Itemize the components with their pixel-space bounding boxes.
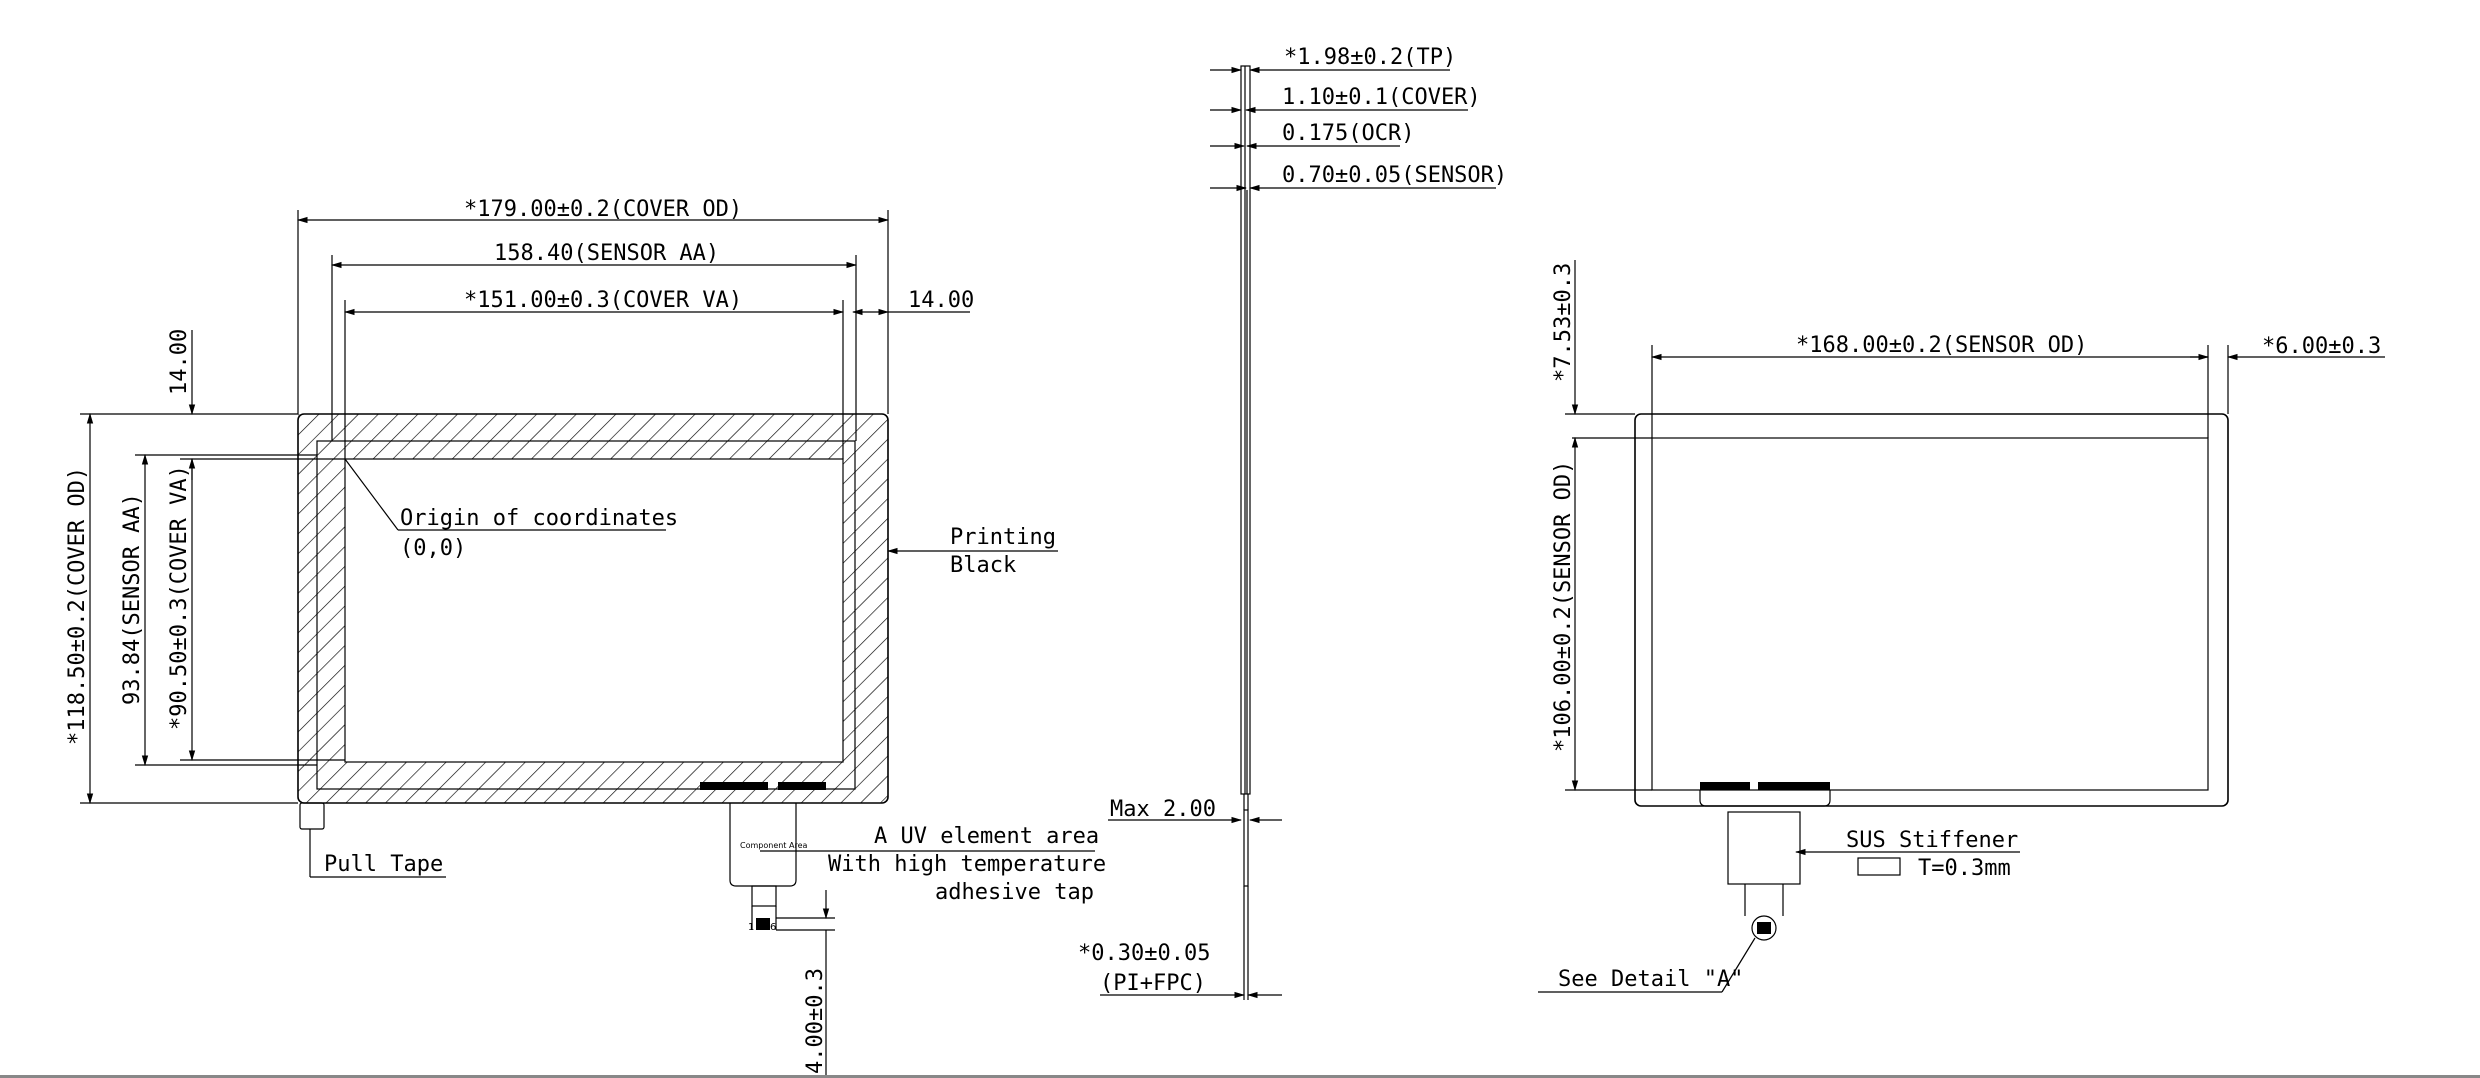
uv-area-line2: With high temperature: [828, 852, 1106, 877]
fpc-length-dim: 4.00±0.3: [803, 968, 828, 1074]
max-value-dim: Max 2.00: [1110, 797, 1216, 822]
fpc-pad-right: [778, 782, 826, 790]
fpc-thickness-dim: *0.30±0.05: [1078, 941, 1210, 966]
stiffener-label: SUS Stiffener: [1846, 828, 2018, 853]
cover-va-outline: [344, 458, 844, 763]
uv-area-line3: adhesive tap: [935, 880, 1094, 905]
stiffener-legend-swatch: [1857, 857, 1901, 876]
sensor-od-width-dim: *168.00±0.2(SENSOR OD): [1796, 333, 2087, 358]
side-fpc: [1243, 809, 1249, 887]
back-fpc-pad-left: [1700, 782, 1750, 790]
black-label: Black: [950, 553, 1016, 578]
tp-thickness-dim: *1.98±0.2(TP): [1284, 45, 1456, 70]
ocr-thickness-dim: 0.175(OCR): [1282, 121, 1414, 146]
side-view: *1.98±0.2(TP) 1.10±0.1(COVER) 0.175(OCR)…: [1078, 45, 1507, 1000]
stiffener-thickness: T=0.3mm: [1918, 856, 2011, 881]
pin-label-1: 1: [748, 922, 754, 933]
sensor-od-height-dim: *106.00±0.2(SENSOR OD): [1551, 461, 1576, 752]
cover-od-height-dim: *118.50±0.2(COVER OD): [65, 467, 90, 745]
origin-value: (0,0): [400, 536, 466, 561]
fpc-contacts: [756, 918, 770, 930]
fpc-neck: [751, 885, 777, 907]
sensor-thickness-dim: 0.70±0.05(SENSOR): [1282, 163, 1507, 188]
back-cover-outline: [1634, 413, 2229, 807]
component-area-label: Component Area: [740, 841, 807, 850]
sus-stiffener: [1727, 811, 1801, 885]
cover-outline: [297, 413, 889, 804]
printing-label: Printing: [950, 525, 1056, 550]
detail-a-reference: See Detail "A": [1558, 967, 1743, 992]
cover-thickness-dim: 1.10±0.1(COVER): [1282, 85, 1481, 110]
top-margin-dim: 14.00: [167, 329, 192, 395]
pull-tape-label: Pull Tape: [324, 852, 443, 877]
printing-black-border: [298, 414, 888, 803]
pull-tape: [299, 802, 325, 830]
sensor-aa-width-dim: 158.40(SENSOR AA): [494, 241, 719, 266]
sensor-aa-height-dim: 93.84(SENSOR AA): [120, 493, 145, 705]
cover-va-height-dim: *90.50±0.3(COVER VA): [167, 465, 192, 730]
right-margin-dim: 14.00: [908, 288, 974, 313]
fpc-material-label: (PI+FPC): [1100, 971, 1206, 996]
uv-area-line1: A UV element area: [874, 824, 1099, 849]
right-offset-dim: *6.00±0.3: [2262, 334, 2381, 359]
fpc-pad-left: [700, 782, 768, 790]
top-offset-dim: *7.53±0.3: [1551, 263, 1576, 382]
pin-label-6: 6: [770, 922, 776, 933]
page-bottom-border: [0, 1075, 2480, 1078]
front-view: Component Area 1 6 *179.00±0.2(COVER OD)…: [65, 197, 1106, 1075]
detail-a-circle: [1751, 915, 1777, 941]
back-fpc-pad-right: [1758, 782, 1830, 790]
back-view: *168.00±0.2(SENSOR OD) *6.00±0.3 *7.53±0…: [1538, 260, 2385, 993]
cover-od-width-dim: *179.00±0.2(COVER OD): [464, 197, 742, 222]
cover-va-width-dim: *151.00±0.3(COVER VA): [464, 288, 742, 313]
sensor-aa-outline: [316, 440, 856, 790]
sensor-od-outline: [1651, 437, 2209, 791]
back-fpc-tail: [1699, 790, 1831, 807]
origin-label: Origin of coordinates: [400, 506, 678, 531]
